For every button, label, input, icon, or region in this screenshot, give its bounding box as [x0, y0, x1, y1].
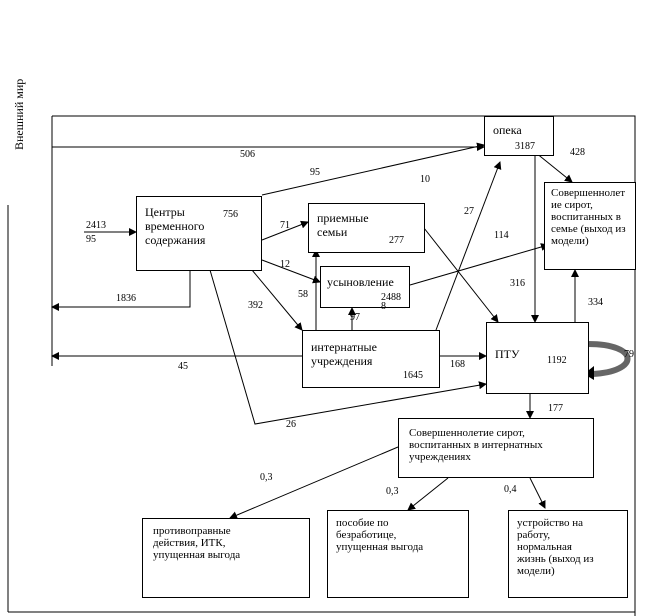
job-label: устройство на работу, нормальная жизнь (…	[517, 517, 594, 577]
box-adult-family: Совершеннолет ие сирот, воспитанных в се…	[544, 182, 636, 270]
flow-label-392: 392	[248, 300, 263, 311]
opeka-value: 3187	[515, 141, 535, 152]
adult-family-label: Совершеннолет ие сирот, воспитанных в се…	[551, 187, 626, 247]
flow-label-79: 79	[624, 349, 634, 360]
box-adoption: усыновление 2488 8	[320, 266, 410, 312]
flow-label-71: 71	[280, 220, 290, 231]
flow-label-316: 316	[510, 278, 525, 289]
box-centers: Центры временного содержания 756	[136, 196, 262, 271]
outer-frame-line	[52, 115, 636, 616]
flow-label-2413: 2413	[86, 220, 106, 231]
arrow-to-crime	[229, 446, 399, 519]
box-benefit: пособие по безработице, упущенная выгода	[327, 510, 469, 598]
arrow-centers-ptu	[209, 269, 487, 425]
box-adult-internat: Совершеннолетие сирот, воспитанных в инт…	[398, 418, 594, 478]
arrow-centers-internat	[251, 269, 303, 331]
arrow-centers-world	[51, 270, 191, 311]
arrow-centers-opeka	[261, 142, 485, 196]
benefit-label: пособие по безработице, упущенная выгода	[336, 517, 424, 553]
flow-label-crime: 0,3	[260, 472, 273, 483]
flow-label-benefit: 0,3	[386, 486, 399, 497]
ptu-self-loop	[587, 341, 631, 377]
centers-value: 756	[223, 209, 238, 220]
flow-label-27: 27	[464, 206, 474, 217]
flow-label-168: 168	[450, 359, 465, 370]
flow-label-26: 26	[286, 419, 296, 430]
flow-label-58: 58	[298, 289, 308, 300]
ptu-label: ПТУ	[495, 347, 520, 361]
adoption-value-2: 8	[381, 301, 386, 312]
box-ptu: ПТУ 1192	[486, 322, 589, 394]
ptu-value: 1192	[547, 355, 567, 366]
flow-label-10: 10	[420, 174, 430, 185]
box-opeka: опека 3187	[484, 116, 554, 156]
internat-value: 1645	[403, 370, 423, 381]
foster-value: 277	[389, 235, 404, 246]
flow-label-506: 506	[240, 149, 255, 160]
flow-label-428: 428	[570, 147, 585, 158]
flow-label-95-in: 95	[86, 234, 96, 245]
arrow-centers-adoption	[261, 259, 321, 284]
flow-label-95: 95	[310, 167, 320, 178]
flow-label-45: 45	[178, 361, 188, 372]
arrow-adoption-adult	[409, 243, 549, 286]
adult-internat-label: Совершеннолетие сирот, воспитанных в инт…	[409, 427, 543, 463]
adoption-label: усыновление	[327, 275, 394, 289]
flow-label-job: 0,4	[504, 484, 517, 495]
box-job: устройство на работу, нормальная жизнь (…	[508, 510, 628, 598]
crime-label: противоправные действия, ИТК, упущенная …	[153, 525, 241, 561]
adoption-value: 2488	[381, 292, 401, 303]
flow-label-177: 177	[548, 403, 563, 414]
ptu-self-loop-arrowhead	[584, 366, 594, 380]
box-crime: противоправные действия, ИТК, упущенная …	[142, 518, 310, 598]
arrow-centers-foster	[261, 220, 309, 241]
arrow-foster-ptu	[423, 227, 499, 323]
flow-label-12: 12	[280, 259, 290, 270]
internat-label: интернатные учреждения	[311, 340, 377, 368]
flow-label-1836: 1836	[116, 293, 136, 304]
flow-label-114: 114	[494, 230, 509, 241]
arrow-to-job	[529, 477, 546, 509]
arrow-to-benefit	[407, 477, 449, 511]
box-foster: приемные семьи 277	[308, 203, 425, 253]
opeka-label: опека	[493, 123, 522, 137]
foster-label: приемные семьи	[317, 211, 369, 239]
flow-label-97: 97	[350, 312, 360, 323]
outer-world-label: Внешний мир	[12, 78, 26, 150]
flow-label-334: 334	[588, 297, 603, 308]
centers-label: Центры временного содержания	[145, 205, 206, 247]
box-internat: интернатные учреждения 1645	[302, 330, 440, 388]
arrow-internat-opeka	[435, 161, 502, 331]
